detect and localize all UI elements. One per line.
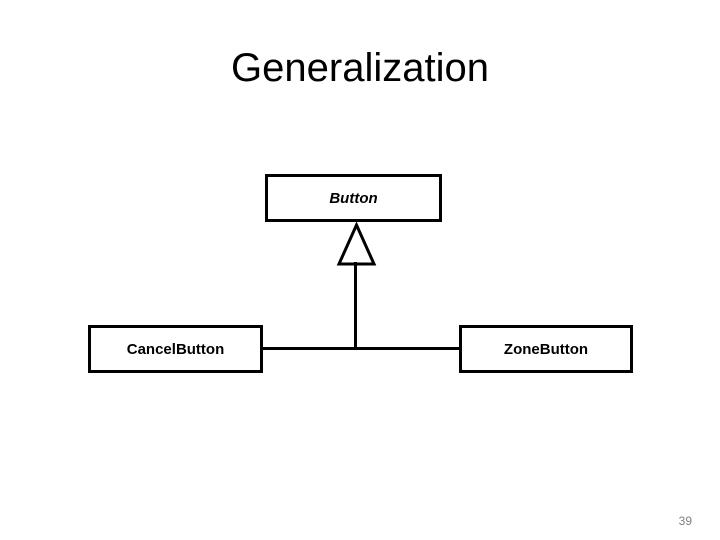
uml-class-cancelbutton-label: CancelButton xyxy=(126,340,225,358)
generalization-vertical-line xyxy=(354,262,357,350)
uml-class-zonebutton-label: ZoneButton xyxy=(503,340,589,358)
uml-class-cancelbutton[interactable]: CancelButton xyxy=(88,325,263,373)
uml-class-zonebutton[interactable]: ZoneButton xyxy=(459,325,633,373)
page-number: 39 xyxy=(678,514,692,528)
uml-class-button-label: Button xyxy=(329,189,378,207)
generalization-horizontal-line xyxy=(262,347,461,350)
page-title: Generalization xyxy=(231,46,489,90)
uml-class-button[interactable]: Button xyxy=(265,174,442,222)
generalization-triangle-icon xyxy=(336,222,377,266)
